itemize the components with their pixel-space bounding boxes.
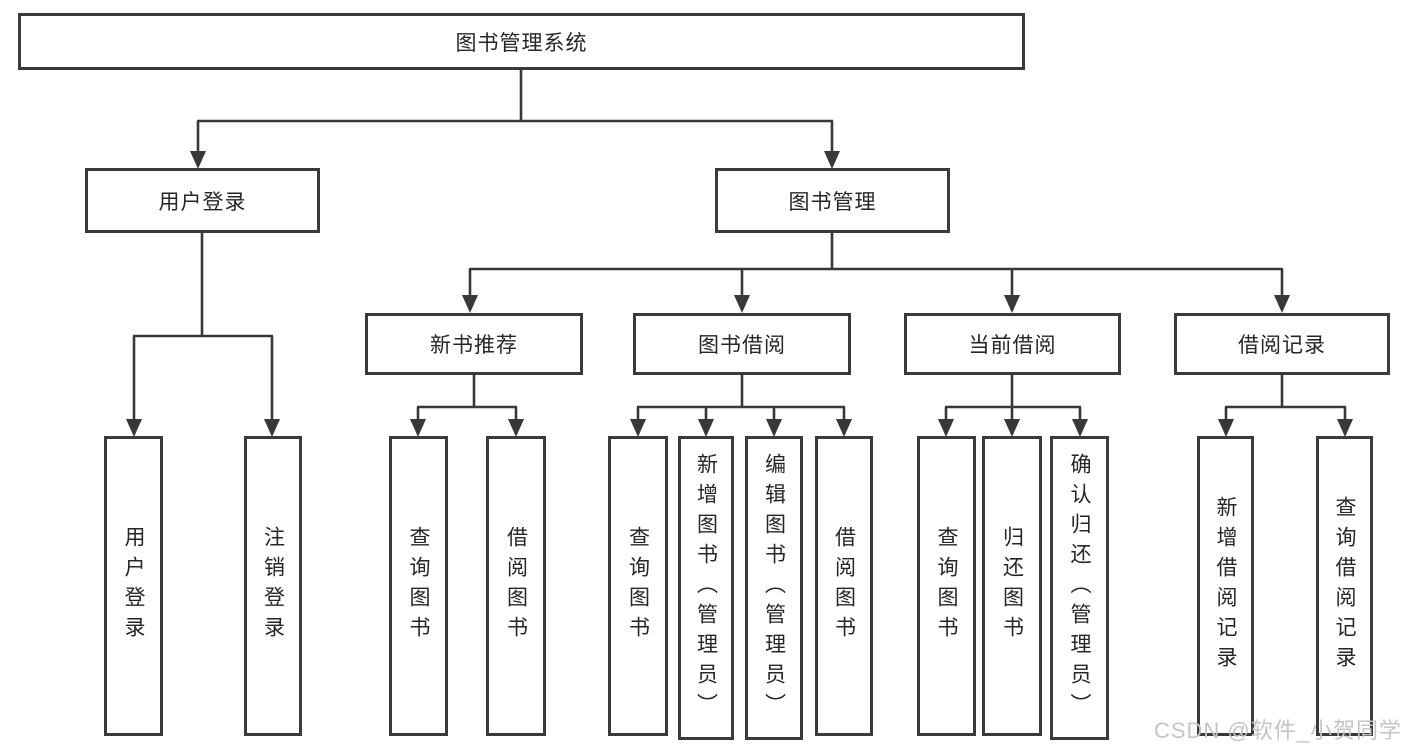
leaf-borrow-book-1: 借阅图书 bbox=[486, 436, 546, 736]
arrowhead bbox=[1274, 295, 1290, 313]
leaf-user-login: 用户登录 bbox=[104, 436, 163, 736]
leaf-label: 新增借阅记录 bbox=[1214, 496, 1237, 676]
leaf-query-book-1: 查询图书 bbox=[389, 436, 448, 736]
arrowhead bbox=[508, 419, 524, 437]
arrowhead bbox=[1004, 419, 1020, 437]
leaf-edit-book-admin: 编辑图书（管理员） bbox=[745, 436, 803, 740]
node-new-book-recommend: 新书推荐 bbox=[365, 313, 583, 375]
leaf-query-book-2: 查询图书 bbox=[608, 436, 668, 736]
leaf-label: 编辑图书（管理员） bbox=[762, 453, 786, 723]
leaf-return-book: 归还图书 bbox=[982, 436, 1042, 736]
leaf-label: 借阅图书 bbox=[832, 526, 856, 646]
node-root: 图书管理系统 bbox=[18, 13, 1025, 70]
leaf-label: 注销登录 bbox=[261, 526, 285, 646]
leaf-label: 确认归还（管理员） bbox=[1068, 453, 1091, 723]
arrowhead bbox=[190, 151, 206, 169]
arrowhead bbox=[734, 295, 750, 313]
arrowhead bbox=[410, 419, 426, 437]
arrowhead bbox=[766, 419, 782, 437]
leaf-label: 归还图书 bbox=[1000, 526, 1024, 646]
arrowhead bbox=[1218, 419, 1234, 437]
arrowhead bbox=[1337, 419, 1353, 437]
arrowhead bbox=[824, 151, 840, 169]
node-current-borrow: 当前借阅 bbox=[904, 313, 1121, 375]
arrowhead bbox=[1004, 295, 1020, 313]
leaf-query-borrow-record: 查询借阅记录 bbox=[1316, 436, 1373, 736]
leaf-label: 新增图书（管理员） bbox=[694, 453, 718, 723]
node-label: 用户登录 bbox=[158, 190, 247, 214]
arrowhead bbox=[698, 419, 714, 437]
arrowhead bbox=[462, 295, 478, 313]
leaf-label: 查询图书 bbox=[407, 526, 430, 646]
node-label: 当前借阅 bbox=[968, 334, 1057, 357]
node-label: 新书推荐 bbox=[430, 334, 518, 357]
node-user-login-group: 用户登录 bbox=[85, 168, 320, 233]
node-label: 借阅记录 bbox=[1238, 334, 1326, 357]
arrowhead bbox=[836, 419, 852, 437]
arrowhead bbox=[1072, 419, 1088, 437]
arrowhead bbox=[126, 419, 142, 437]
arrowhead bbox=[630, 419, 646, 437]
leaf-add-book-admin: 新增图书（管理员） bbox=[678, 436, 734, 740]
leaf-label: 查询图书 bbox=[626, 526, 650, 646]
arrowhead bbox=[264, 419, 280, 437]
csdn-watermark: CSDN @软件_小贺同学 bbox=[1153, 718, 1402, 743]
node-book-borrow: 图书借阅 bbox=[633, 313, 851, 375]
leaf-label: 查询图书 bbox=[935, 526, 958, 646]
leaf-logout: 注销登录 bbox=[244, 436, 302, 736]
leaf-label: 用户登录 bbox=[122, 526, 145, 646]
leaf-borrow-book-2: 借阅图书 bbox=[815, 436, 873, 736]
node-root-label: 图书管理系统 bbox=[455, 31, 588, 55]
leaf-label: 借阅图书 bbox=[504, 526, 528, 646]
node-label: 图书借阅 bbox=[698, 334, 786, 357]
leaf-confirm-return-admin: 确认归还（管理员） bbox=[1050, 436, 1109, 740]
leaf-query-book-3: 查询图书 bbox=[917, 436, 976, 736]
leaf-add-borrow-record: 新增借阅记录 bbox=[1197, 436, 1254, 736]
leaf-label: 查询借阅记录 bbox=[1333, 496, 1356, 676]
node-borrow-record: 借阅记录 bbox=[1174, 313, 1390, 375]
node-book-management: 图书管理 bbox=[715, 168, 950, 233]
arrowhead bbox=[938, 419, 954, 437]
node-label: 图书管理 bbox=[788, 190, 877, 214]
